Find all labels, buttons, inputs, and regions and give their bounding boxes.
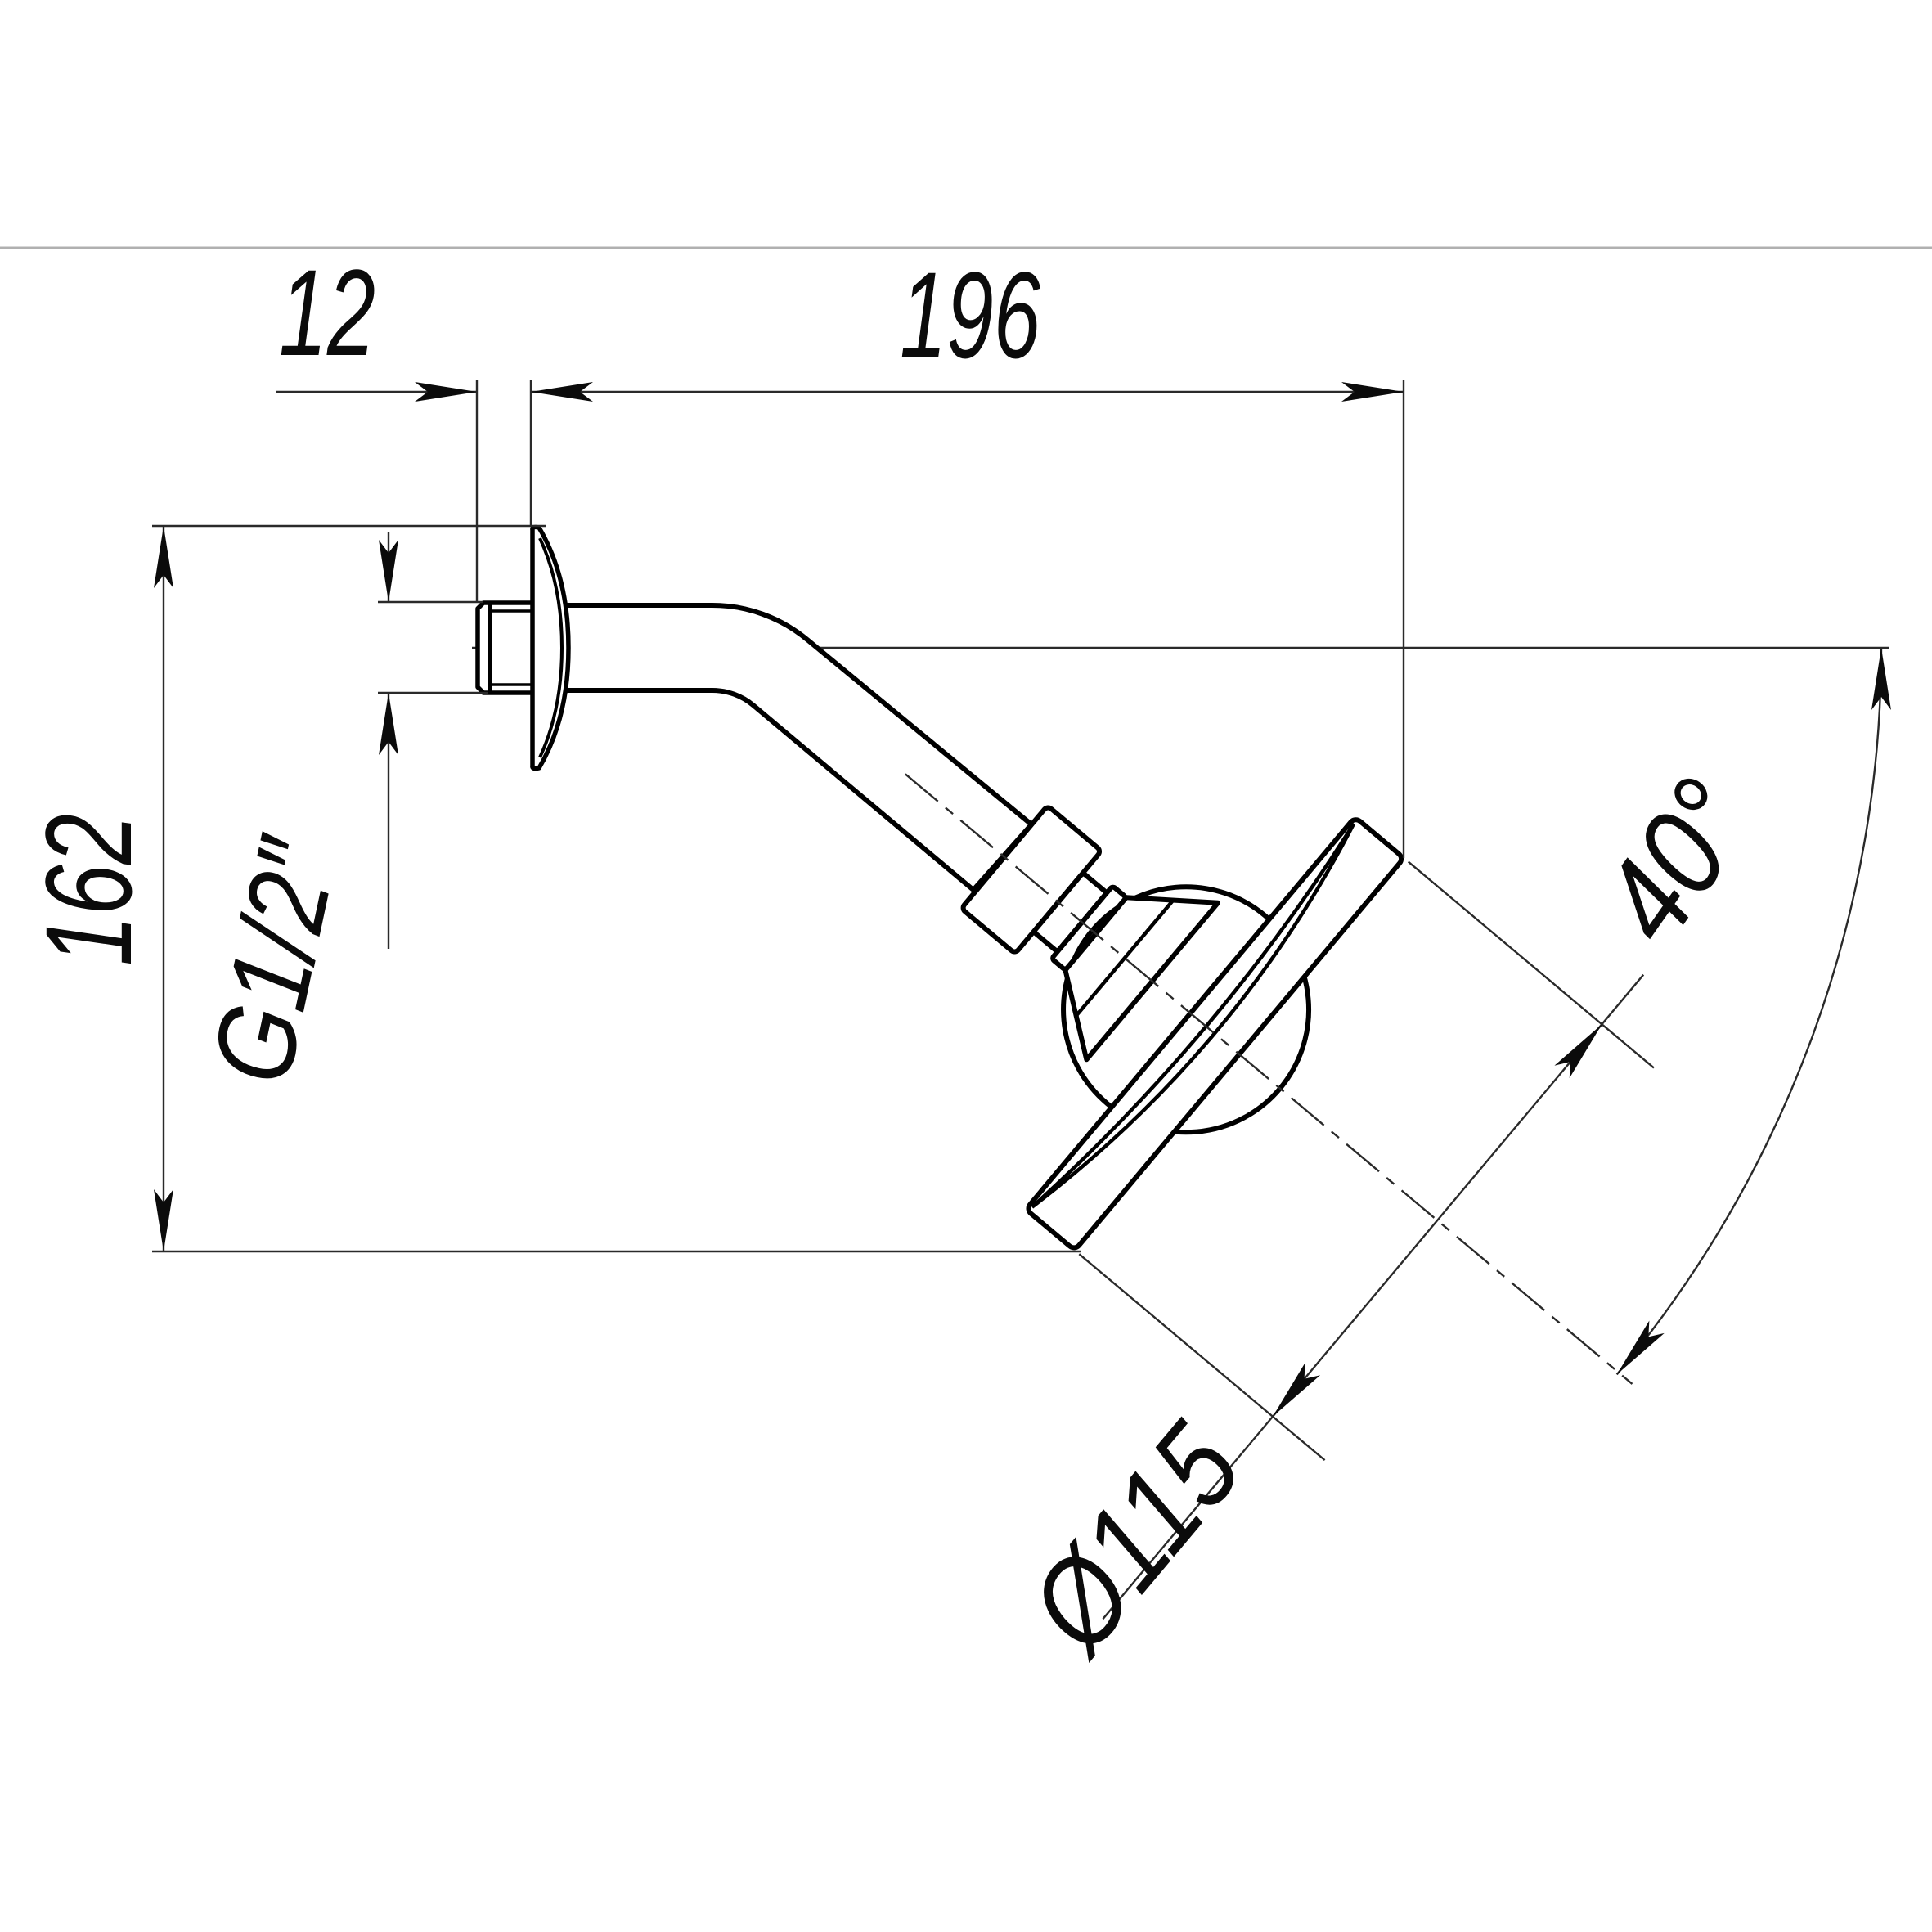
arrowhead-diameter-bottom-icon [1265,1362,1321,1423]
diameter-extension-line-lower [1078,1253,1326,1462]
thread-stub-g12 [475,600,536,695]
wall-connection [475,524,571,771]
diameter-extension-line-upper [1407,860,1655,1069]
wall-flange-rim [538,537,564,758]
dimension-label-height: 162 [20,814,157,966]
dimension-label-reach: 196 [900,246,1040,384]
shower-head-assembly [905,773,1655,1620]
arrowhead-angle-bottom-icon [1609,1320,1665,1382]
diameter-dimension-line [1102,973,1645,1620]
dimension-label-diameter: Ø115 [1001,1399,1267,1678]
arrowhead-diameter-top-icon [1554,1018,1610,1079]
wall-flange [530,524,571,771]
dimension-offset-and-reach [276,380,1405,858]
head-cone [1063,895,1221,1063]
head-axis-centerline [905,773,1633,1385]
dimension-label-angle: 40° [1574,756,1778,966]
arrowhead-angle-top-icon [1871,648,1891,710]
dimension-label-offset: 12 [279,244,375,381]
angle-dimension-arc [1615,647,1883,1376]
shower-arm-tube [541,603,1034,892]
dimension-height [152,524,1081,1253]
head-cone-step [1074,898,1175,1018]
spray-face-curve-outer [1031,822,1356,1209]
dimension-label-thread: G1/2″ [188,826,362,1094]
